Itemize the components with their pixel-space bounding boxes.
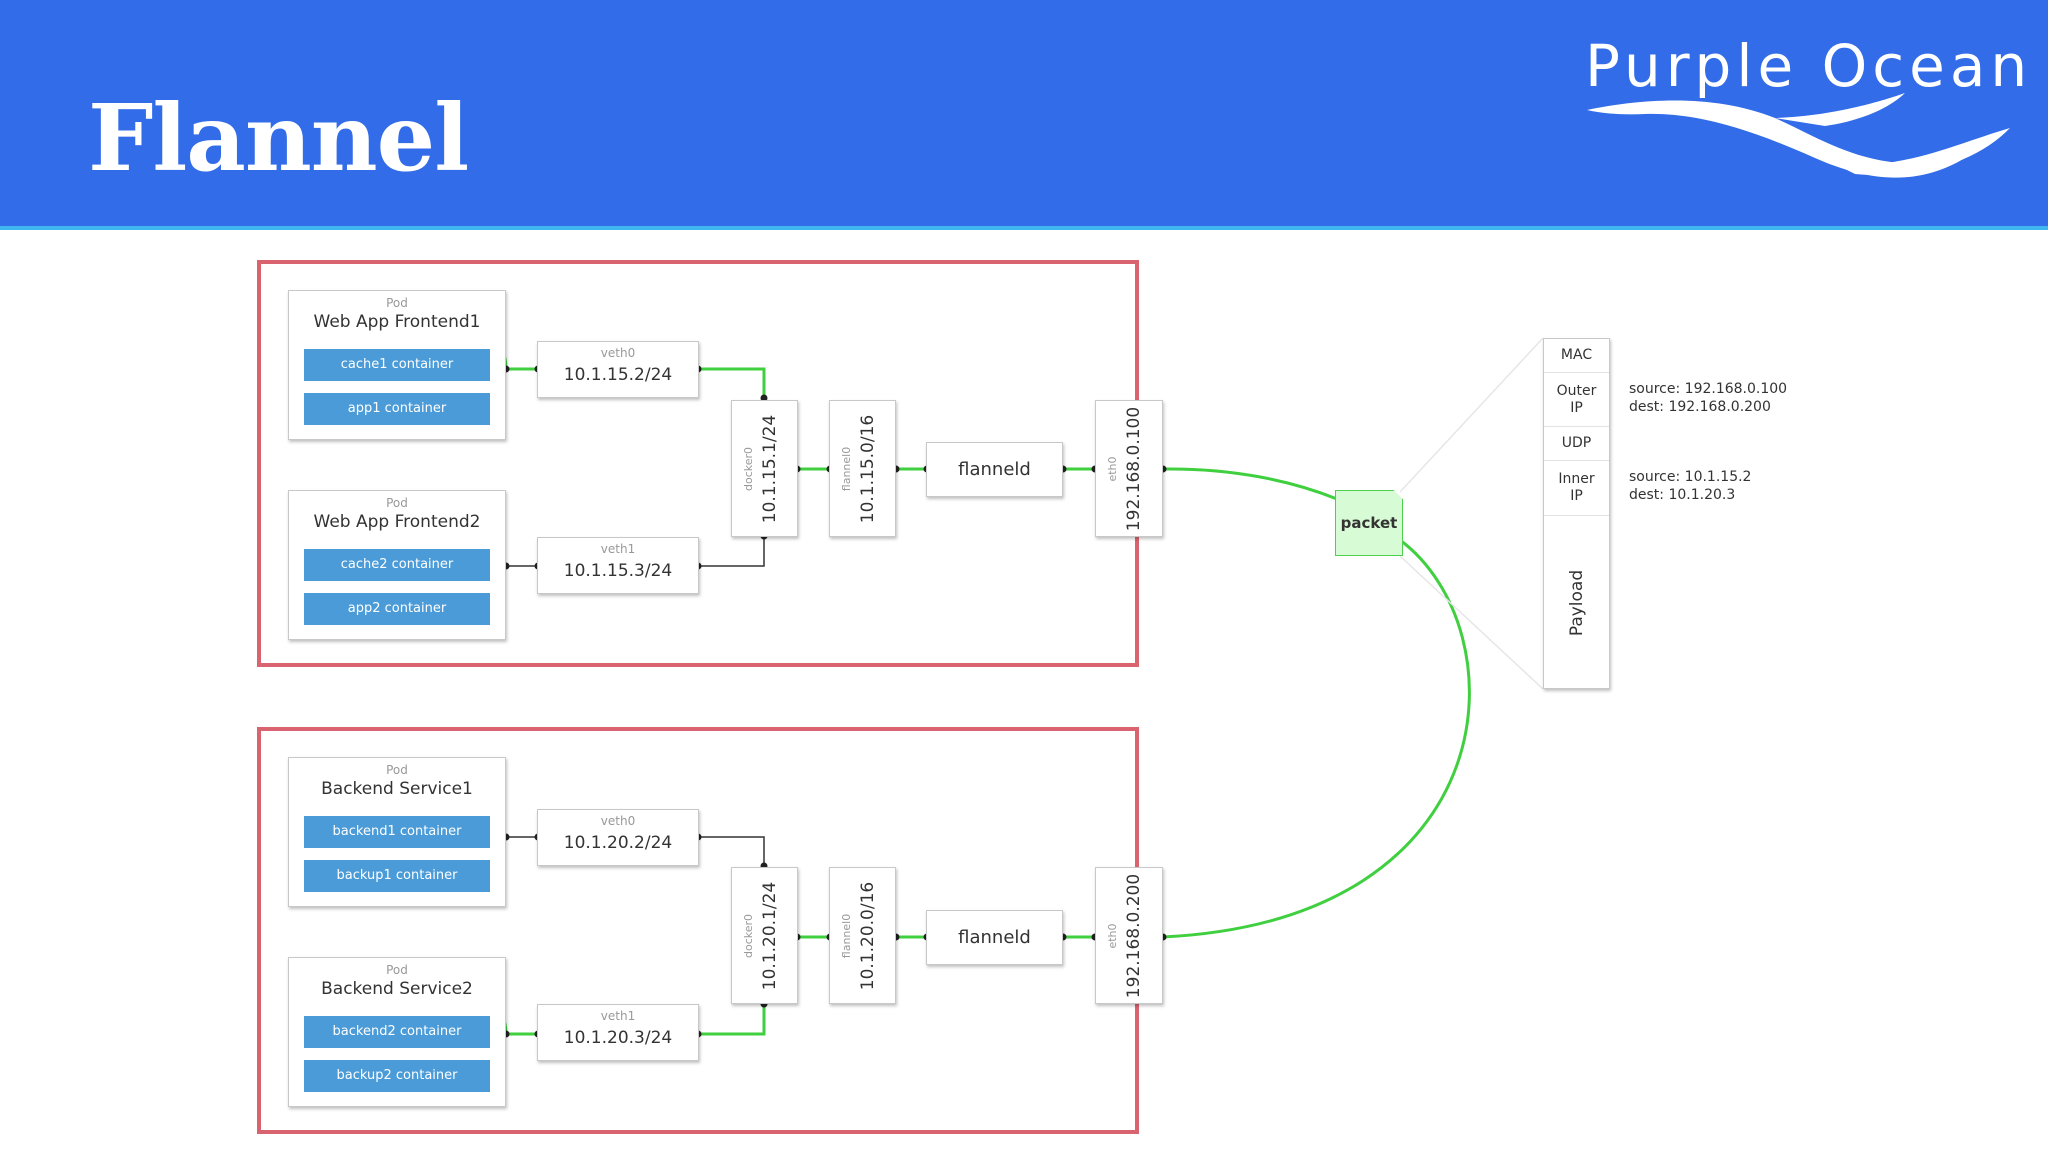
brand-wave-logo	[1587, 93, 2010, 178]
interface-tag: veth1	[600, 1009, 636, 1023]
pod-name: Backend Service2	[321, 979, 473, 999]
inner-ip-source: source: 10.1.15.2	[1629, 469, 1752, 485]
pod-tag: Pod	[386, 296, 408, 310]
flanneld-daemon-host1: flanneld	[926, 442, 1063, 497]
link-veth1-docker0-2	[698, 1004, 766, 1036]
layer-payload: Payload	[1544, 516, 1609, 690]
interface-ip: 10.1.20.3/24	[563, 1028, 673, 1048]
pod-tag: Pod	[386, 963, 408, 977]
layer-udp: UDP	[1544, 427, 1609, 461]
flannel0-host1: flannel0 10.1.15.0/16	[829, 400, 896, 537]
interface-ip: 10.1.20.1/24	[759, 881, 780, 990]
layer-mac: MAC	[1544, 339, 1609, 373]
tunnel-eth0-to-packet	[1162, 467, 1338, 501]
interface-tag: veth1	[600, 542, 636, 556]
eth0-host1: eth0 192.168.0.100	[1095, 400, 1163, 537]
veth0-host2: veth0 10.1.20.2/24	[537, 809, 699, 866]
layer-inner-ip: Inner IP	[1544, 461, 1609, 516]
header-accent-stripe	[0, 226, 2048, 230]
veth0-host1: veth0 10.1.15.2/24	[537, 341, 699, 398]
container-backend1: backend1 container	[304, 816, 490, 848]
outer-ip-source: source: 192.168.0.100	[1629, 381, 1788, 397]
docker0-host2: docker0 10.1.20.1/24	[731, 867, 798, 1004]
eth0-host2: eth0 192.168.0.200	[1095, 867, 1163, 1004]
flanneld-daemon-host2: flanneld	[926, 910, 1063, 965]
packet-expand-top	[1399, 337, 1544, 493]
layer-outer-ip: Outer IP	[1544, 373, 1609, 427]
slide-title: Flannel	[88, 84, 469, 192]
interface-tag: flannel0	[839, 446, 853, 491]
link-veth0-docker0-2	[698, 836, 765, 866]
outer-ip-dest: dest: 192.168.0.200	[1629, 399, 1771, 415]
pod-web-app-frontend2: Pod Web App Frontend2 cache2 container a…	[288, 490, 506, 640]
pod-web-app-frontend1: Pod Web App Frontend1 cache1 container a…	[288, 290, 506, 440]
interface-tag: eth0	[1106, 922, 1119, 949]
veth1-host1: veth1 10.1.15.3/24	[537, 537, 699, 594]
interface-ip: 10.1.20.0/16	[857, 881, 878, 990]
pod-backend-service2: Pod Backend Service2 backend2 container …	[288, 957, 506, 1107]
brand-name: Purple Ocean	[1585, 32, 2033, 100]
interface-tag: docker0	[741, 446, 755, 491]
packet-node: packet	[1335, 490, 1403, 556]
interface-tag: veth0	[600, 814, 636, 828]
container-app1: app1 container	[304, 393, 490, 425]
interface-ip: 10.1.20.2/24	[563, 833, 673, 853]
interface-ip: 10.1.15.1/24	[759, 414, 780, 523]
payload-label: Payload	[1566, 569, 1587, 637]
pod-tag: Pod	[386, 763, 408, 777]
container-backend2: backend2 container	[304, 1016, 490, 1048]
inner-ip-dest: dest: 10.1.20.3	[1629, 487, 1736, 503]
pod-name: Backend Service1	[321, 779, 473, 799]
interface-ip: 192.168.0.100	[1124, 406, 1144, 531]
interface-tag: eth0	[1106, 455, 1119, 482]
interface-ip: 10.1.15.3/24	[563, 561, 673, 581]
container-backup2: backup2 container	[304, 1060, 490, 1092]
container-cache1: cache1 container	[304, 349, 490, 381]
interface-tag: veth0	[600, 346, 636, 360]
packet-header-stack: MAC Outer IP UDP Inner IP Payload	[1543, 338, 1610, 689]
container-cache2: cache2 container	[304, 549, 490, 581]
tunnel-packet-to-eth0	[1162, 538, 1471, 939]
interface-tag: docker0	[741, 913, 755, 958]
docker0-host1: docker0 10.1.15.1/24	[731, 400, 798, 537]
packet-expand-bottom	[1399, 555, 1544, 690]
link-veth0-docker0-1	[698, 367, 766, 398]
pod-name: Web App Frontend1	[313, 312, 481, 332]
container-app2: app2 container	[304, 593, 490, 625]
pod-backend-service1: Pod Backend Service1 backend1 container …	[288, 757, 506, 907]
interface-ip: 10.1.15.0/16	[857, 414, 878, 523]
container-backup1: backup1 container	[304, 860, 490, 892]
veth1-host2: veth1 10.1.20.3/24	[537, 1004, 699, 1061]
pod-name: Web App Frontend2	[313, 512, 481, 532]
pod-tag: Pod	[386, 496, 408, 510]
link-veth1-docker0-1	[698, 536, 765, 567]
flannel0-host2: flannel0 10.1.20.0/16	[829, 867, 896, 1004]
interface-ip: 10.1.15.2/24	[563, 365, 673, 385]
interface-ip: 192.168.0.200	[1124, 873, 1144, 998]
interface-tag: flannel0	[839, 913, 853, 958]
